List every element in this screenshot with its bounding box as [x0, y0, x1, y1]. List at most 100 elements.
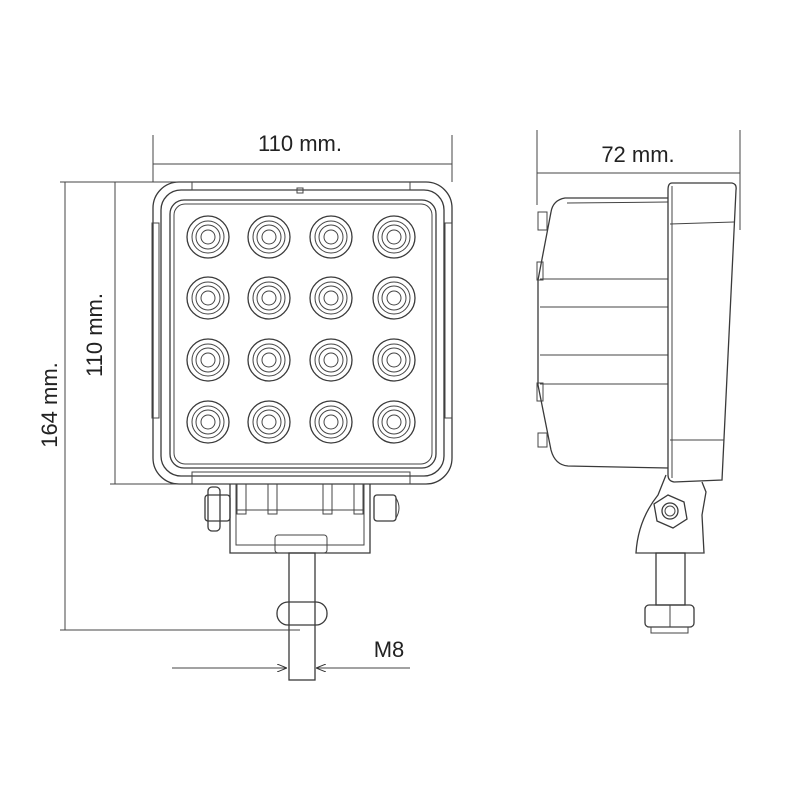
total-height-dimension-label: 164 mm. [37, 362, 62, 448]
lens-inner [173, 203, 433, 465]
led-ring [252, 343, 286, 377]
led-ring [314, 281, 348, 315]
pivot-nut [653, 494, 688, 529]
depth-dimension-label: 72 mm. [601, 142, 674, 167]
led-ring [377, 281, 411, 315]
side-stud [655, 552, 686, 606]
led-ring [247, 215, 291, 259]
led-ring [252, 281, 286, 315]
led-lens [186, 338, 230, 382]
dimension-lines [60, 135, 453, 668]
led-lens [186, 276, 230, 320]
led-ring [309, 338, 353, 382]
led-ring [195, 224, 221, 250]
led-ring [318, 224, 344, 250]
led-lens [372, 215, 416, 259]
led-ring [309, 400, 353, 444]
led-ring [256, 409, 282, 435]
led-ring [314, 343, 348, 377]
led-lens [309, 400, 353, 444]
led-lens [247, 215, 291, 259]
led-ring [191, 343, 225, 377]
led-ring [377, 220, 411, 254]
width-dimension-label: 110 mm. [258, 131, 342, 156]
led-ring [261, 414, 277, 430]
led-ring [323, 229, 339, 245]
led-ring [318, 347, 344, 373]
led-ring [309, 276, 353, 320]
led-ring [252, 405, 286, 439]
side-bracket [635, 474, 707, 554]
led-lens [372, 276, 416, 320]
led-ring [186, 276, 230, 320]
led-ring [386, 414, 402, 430]
rear-housing [537, 197, 669, 469]
stud-nut [276, 601, 328, 626]
led-ring [191, 405, 225, 439]
led-ring [318, 285, 344, 311]
led-ring [186, 400, 230, 444]
led-ring [261, 352, 277, 368]
led-ring [195, 347, 221, 373]
led-lens [372, 338, 416, 382]
led-ring [200, 414, 216, 430]
led-ring [309, 215, 353, 259]
led-grid [186, 215, 416, 444]
led-lens [309, 276, 353, 320]
led-ring [372, 338, 416, 382]
led-ring [386, 352, 402, 368]
led-lens [247, 400, 291, 444]
led-ring [247, 338, 291, 382]
led-ring [372, 400, 416, 444]
led-ring [200, 229, 216, 245]
led-ring [381, 285, 407, 311]
led-ring [381, 347, 407, 373]
pivot-washer [661, 502, 679, 520]
front-bezel [667, 182, 737, 483]
led-ring [386, 229, 402, 245]
top-notch [296, 187, 304, 194]
led-ring [314, 220, 348, 254]
lens-outline [169, 199, 437, 469]
led-lens [372, 400, 416, 444]
led-ring [261, 290, 277, 306]
led-ring [261, 229, 277, 245]
mount-bracket [204, 483, 400, 681]
mount-stud [288, 552, 316, 681]
led-ring [256, 347, 282, 373]
led-ring [318, 409, 344, 435]
led-lens [186, 400, 230, 444]
led-ring [247, 276, 291, 320]
led-ring [191, 281, 225, 315]
height-dimension-label: 110 mm. [82, 293, 107, 377]
led-lens [309, 338, 353, 382]
led-ring [323, 290, 339, 306]
led-ring [186, 338, 230, 382]
led-ring [314, 405, 348, 439]
led-ring [372, 215, 416, 259]
left-bolt-head [207, 486, 221, 532]
led-ring [200, 290, 216, 306]
led-ring [372, 276, 416, 320]
led-lens [309, 215, 353, 259]
led-lens [247, 338, 291, 382]
front-view: 110 mm. 110 mm. 164 mm. M8 [37, 131, 453, 681]
led-ring [381, 409, 407, 435]
side-view: 72 mm. [536, 130, 741, 634]
led-ring [195, 285, 221, 311]
thread-size-label: M8 [374, 637, 405, 662]
left-rib [151, 222, 160, 419]
led-ring [247, 400, 291, 444]
led-ring [386, 290, 402, 306]
left-nut [204, 494, 231, 522]
led-ring [323, 414, 339, 430]
led-ring [256, 285, 282, 311]
led-ring [195, 409, 221, 435]
led-ring [186, 215, 230, 259]
led-ring [252, 220, 286, 254]
led-ring [200, 352, 216, 368]
led-ring [377, 405, 411, 439]
right-nut [373, 494, 397, 522]
